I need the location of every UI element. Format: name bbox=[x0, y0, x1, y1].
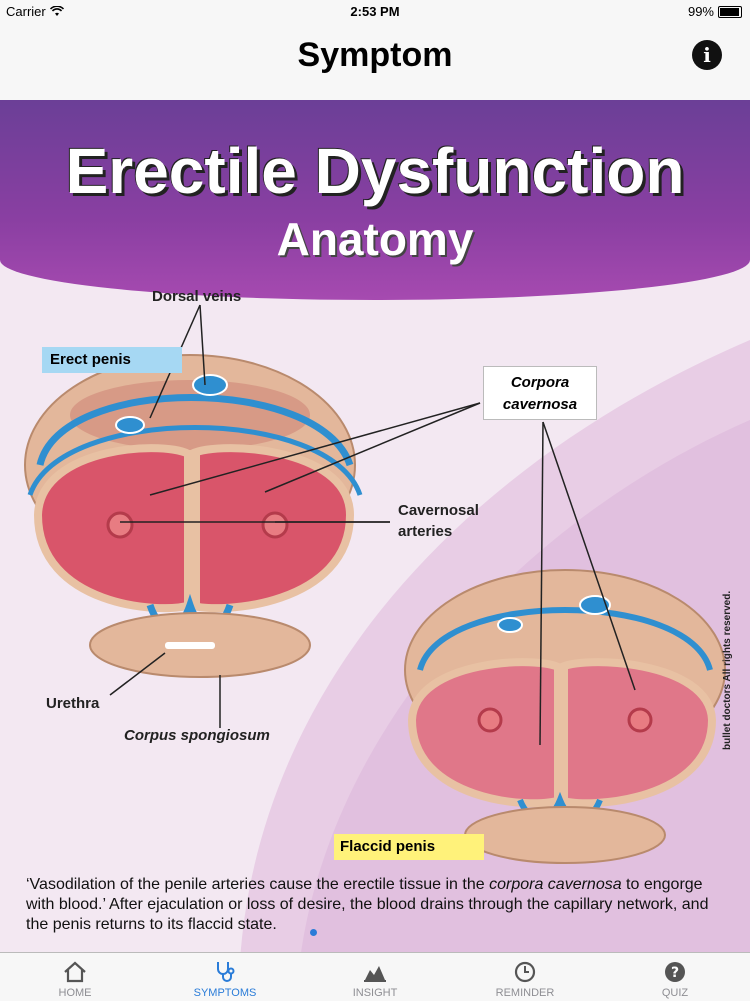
status-time: 2:53 PM bbox=[350, 4, 400, 19]
page-title: Symptom bbox=[297, 36, 453, 74]
corpus-spongiosum-label: Corpus spongiosum bbox=[124, 727, 270, 744]
page-indicator-dot bbox=[310, 929, 317, 936]
tab-insight-label: INSIGHT bbox=[352, 987, 398, 999]
corpora-cavernosa-label: Corpora cavernosa bbox=[483, 366, 597, 420]
tab-symptoms[interactable]: SYMPTOMS bbox=[150, 953, 300, 1001]
wifi-icon bbox=[49, 6, 64, 16]
tab-reminder[interactable]: REMINDER bbox=[450, 953, 600, 1001]
description-text: ‘Vasodilation of the penile arteries cau… bbox=[26, 876, 709, 933]
tab-insight[interactable]: INSIGHT bbox=[300, 953, 450, 1001]
title-banner: Erectile Dysfunction Anatomy bbox=[0, 100, 750, 300]
battery-icon bbox=[718, 5, 742, 18]
erect-penis-label: Erect penis bbox=[42, 347, 182, 373]
clock-icon bbox=[514, 961, 536, 983]
flaccid-cross-section bbox=[404, 569, 726, 864]
battery-percent: 99% bbox=[687, 4, 714, 19]
home-icon bbox=[64, 961, 86, 983]
tab-home[interactable]: HOME bbox=[0, 953, 150, 1001]
banner-title: Erectile Dysfunction bbox=[65, 135, 685, 207]
flaccid-penis-label: Flaccid penis bbox=[334, 834, 484, 860]
leader-lines bbox=[109, 304, 636, 746]
tab-home-label: HOME bbox=[58, 987, 92, 999]
tab-quiz[interactable]: ? QUIZ bbox=[600, 953, 750, 1001]
dorsal-veins-label: Dorsal veins bbox=[152, 288, 242, 305]
tab-quiz-label: QUIZ bbox=[661, 987, 689, 999]
tab-bar: HOME SYMPTOMS INSIGHT REMINDER ? QUIZ bbox=[0, 952, 750, 1001]
anatomy-illustration: Erectile Dysfunction Anatomy bbox=[0, 100, 750, 952]
copyright-text: bullet doctors All rights reserved. bbox=[722, 590, 733, 750]
stethoscope-icon bbox=[217, 962, 235, 982]
tab-reminder-label: REMINDER bbox=[495, 987, 555, 999]
urethra-label: Urethra bbox=[46, 695, 100, 712]
cavernosal-arteries-label: Cavernosal arteries bbox=[398, 502, 479, 540]
svg-text:?: ? bbox=[671, 965, 679, 981]
info-icon[interactable]: i bbox=[692, 40, 722, 70]
navigation-bar: Symptom i bbox=[0, 22, 750, 101]
question-icon: ? bbox=[665, 962, 685, 982]
status-bar: Carrier 2:53 PM 99% bbox=[0, 0, 750, 22]
tab-symptoms-label: SYMPTOMS bbox=[193, 987, 257, 999]
carrier-label: Carrier bbox=[6, 4, 46, 19]
chart-icon bbox=[364, 966, 386, 982]
banner-subtitle: Anatomy bbox=[276, 213, 474, 265]
